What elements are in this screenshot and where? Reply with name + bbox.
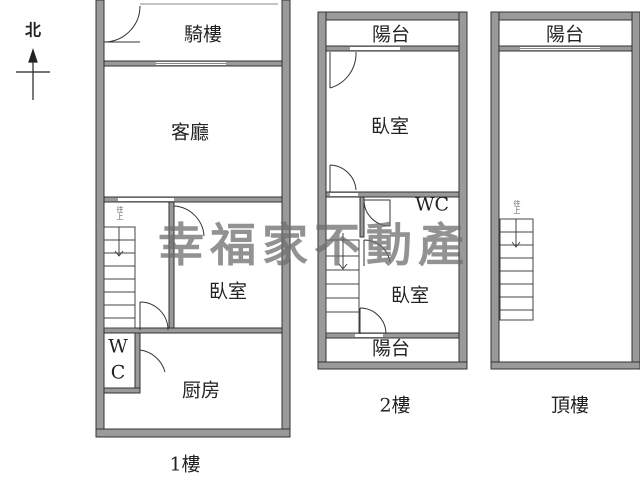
door <box>329 51 357 89</box>
wall <box>458 11 468 369</box>
room-bedroom-2f-back: 臥室 <box>390 284 430 307</box>
wall <box>490 11 500 369</box>
stairs <box>103 218 534 334</box>
door <box>103 5 141 43</box>
room-arcade: 騎樓 <box>183 23 223 46</box>
room-balcony-roof: 陽台 <box>545 23 585 46</box>
wall <box>317 361 468 370</box>
wall <box>103 196 283 203</box>
room-wc-c: C <box>110 361 126 384</box>
floor-title-1f: 1樓 <box>169 453 201 476</box>
wall <box>325 332 460 339</box>
door <box>173 205 205 238</box>
stair-label-1f: 往上 <box>116 206 124 220</box>
room-balcony-2f-top: 陽台 <box>371 23 411 46</box>
door <box>139 301 169 331</box>
wall <box>325 191 460 198</box>
wall <box>631 11 640 369</box>
wall <box>490 11 640 21</box>
stair-label-roof: 往上 <box>513 200 521 214</box>
floor-title-roof: 頂樓 <box>550 394 590 417</box>
room-living: 客廳 <box>170 121 210 144</box>
room-wc-2f: WC <box>414 193 450 216</box>
door <box>363 239 391 266</box>
wall <box>103 387 141 394</box>
watermark: 幸福家不動產 <box>158 218 470 272</box>
wall <box>359 196 365 238</box>
room-bedroom-2f-front: 臥室 <box>370 115 410 138</box>
north-label: 北 <box>24 20 42 40</box>
wall <box>95 0 105 438</box>
door <box>329 164 357 192</box>
room-kitchen: 厨房 <box>181 379 221 402</box>
door <box>139 349 166 380</box>
wall <box>134 332 141 391</box>
north-arrow-icon <box>16 48 50 100</box>
wall <box>95 428 291 438</box>
floor-title-2f: 2樓 <box>379 394 411 417</box>
wall <box>490 361 640 370</box>
wall <box>317 11 327 369</box>
door <box>363 199 391 227</box>
wall <box>103 327 283 334</box>
room-wc-w: W <box>108 335 128 358</box>
room-bedroom-1f: 臥室 <box>208 280 248 303</box>
wall <box>317 11 468 21</box>
door <box>359 307 387 335</box>
room-balcony-2f-bottom: 陽台 <box>371 337 411 360</box>
